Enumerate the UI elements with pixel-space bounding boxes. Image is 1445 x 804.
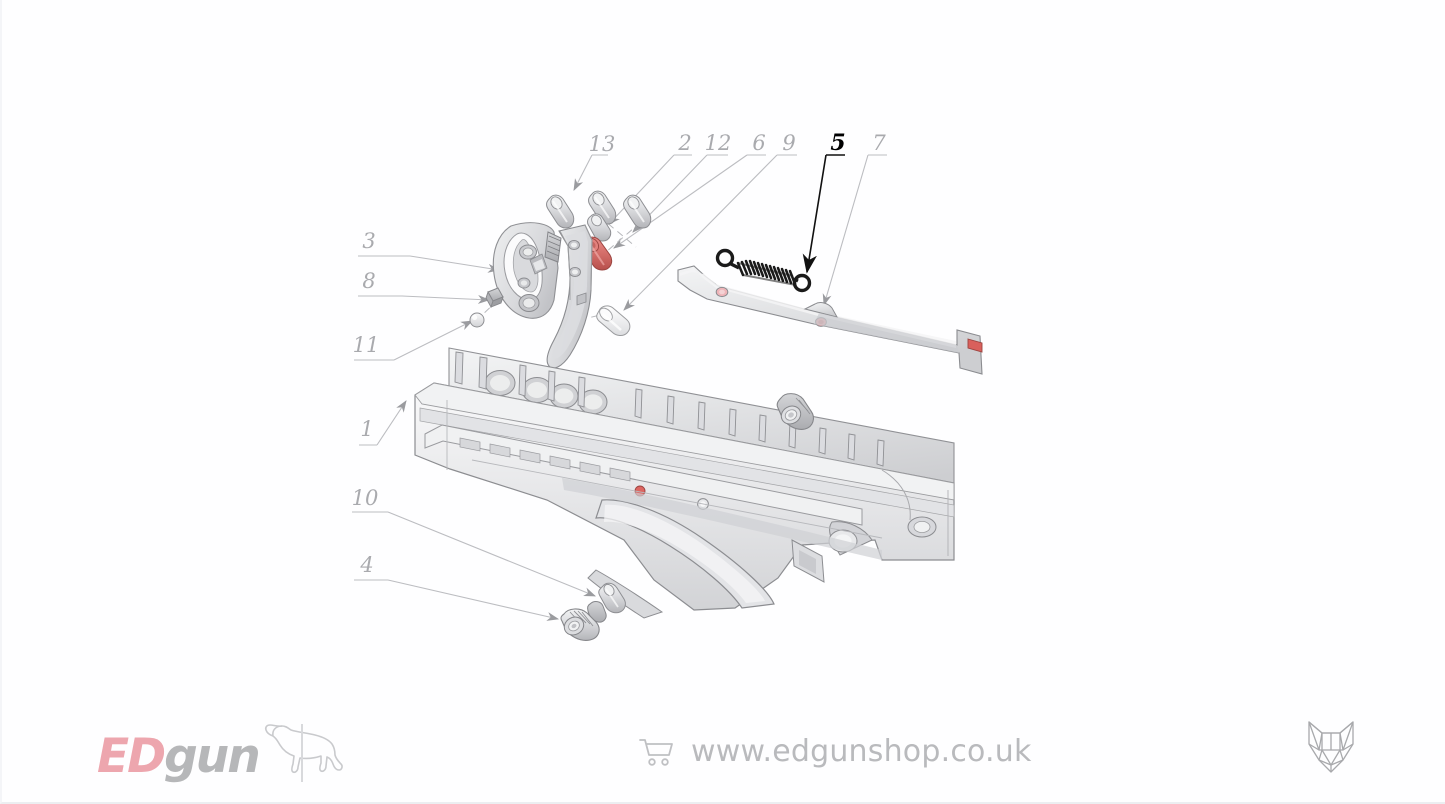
footer-divider bbox=[301, 724, 303, 782]
part-11-ball bbox=[469, 312, 485, 328]
part-3-sear bbox=[492, 222, 562, 319]
leader-line-5-highlight bbox=[807, 154, 845, 272]
callout-8: 8 bbox=[362, 269, 375, 293]
page-footer: ED gun www.edgunshop.co.uk bbox=[2, 692, 1445, 802]
callout-numbers: 13 2 12 6 9 5 7 3 8 11 1 10 4 bbox=[352, 130, 887, 577]
website-url-text: www.edgunshop.co.uk bbox=[691, 734, 1032, 769]
bushing-pulley bbox=[776, 393, 814, 430]
part-13-pin bbox=[546, 194, 575, 229]
callout-9: 9 bbox=[782, 131, 795, 155]
geometric-wolf-head-icon bbox=[1308, 721, 1354, 773]
part-12-pin-b bbox=[623, 194, 652, 229]
dog-silhouette-icon bbox=[264, 724, 343, 774]
edgun-brand-logo: ED gun bbox=[97, 718, 349, 780]
part-2-pin bbox=[588, 190, 617, 225]
leader-lines bbox=[352, 154, 887, 619]
part-4-screw bbox=[560, 601, 607, 641]
part-10-pin bbox=[598, 582, 626, 614]
part-8-ball-seat bbox=[485, 287, 504, 309]
callout-10: 10 bbox=[352, 486, 379, 510]
callout-13: 13 bbox=[589, 132, 616, 156]
footer-website-link[interactable]: www.edgunshop.co.uk bbox=[639, 734, 1032, 769]
brand-gun-text: gun bbox=[164, 729, 261, 784]
callout-3: 3 bbox=[362, 229, 375, 253]
callout-12: 12 bbox=[705, 131, 732, 155]
shopping-cart-icon bbox=[639, 738, 673, 766]
part-1-receiver bbox=[414, 347, 955, 619]
callout-7: 7 bbox=[872, 131, 886, 155]
part-12-pin bbox=[587, 213, 612, 242]
callout-11: 11 bbox=[353, 333, 380, 357]
part-7-sear-bar bbox=[677, 265, 983, 375]
callout-5: 5 bbox=[830, 130, 845, 156]
callout-1: 1 bbox=[360, 417, 373, 441]
trigger-blade bbox=[546, 224, 593, 369]
callout-4: 4 bbox=[359, 553, 373, 577]
part-5-coil-spring bbox=[715, 248, 812, 293]
brand-ed-text: ED bbox=[97, 729, 166, 784]
callout-6: 6 bbox=[752, 131, 765, 155]
callout-2: 2 bbox=[677, 131, 691, 155]
part-9-white-roller bbox=[596, 305, 631, 336]
